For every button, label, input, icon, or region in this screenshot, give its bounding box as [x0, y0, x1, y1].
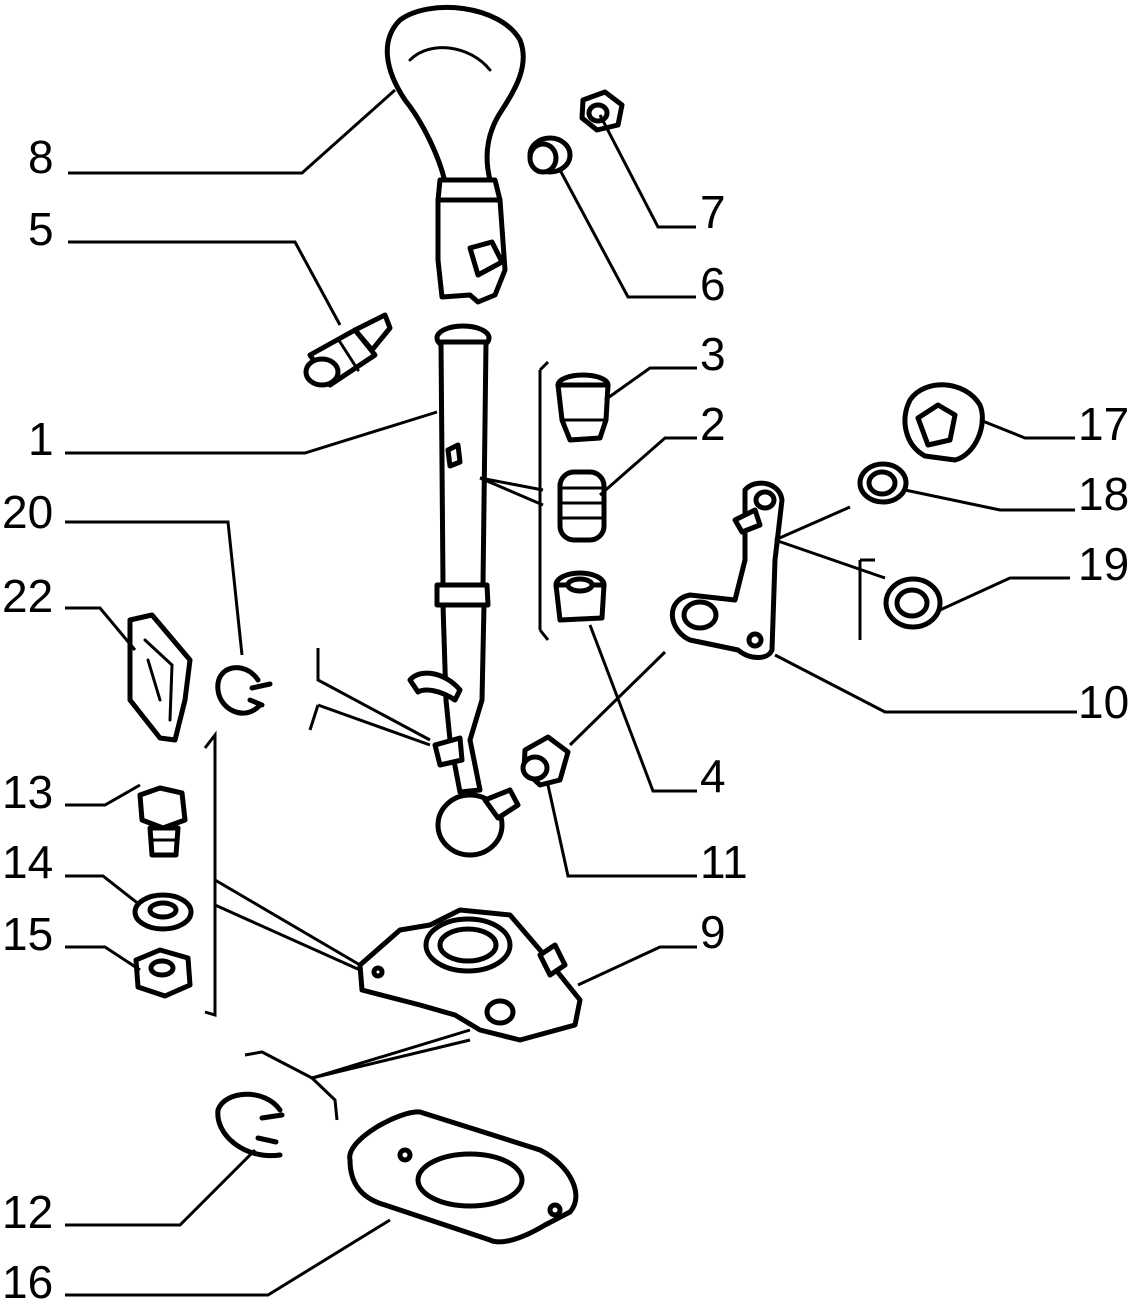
callout-17: 17 — [1078, 398, 1129, 450]
part-20-circlip — [215, 665, 273, 716]
callout-9: 9 — [700, 906, 726, 958]
callout-19: 19 — [1078, 538, 1129, 590]
part-9-lever-housing — [357, 907, 583, 1043]
part-6-bush — [527, 135, 573, 175]
part-12-circlip — [215, 1091, 285, 1159]
callout-4: 4 — [700, 750, 726, 802]
part-5-pin — [303, 312, 393, 388]
callout-11: 11 — [700, 836, 748, 888]
callout-14: 14 — [2, 836, 53, 888]
callout-7: 7 — [700, 186, 726, 238]
part-11-bush — [520, 734, 571, 788]
callout-labels: 8 5 7 6 3 2 1 17 18 20 19 22 10 4 13 11 … — [2, 131, 1129, 1299]
part-1-lever-rod — [407, 323, 521, 858]
part-2-spring — [557, 469, 607, 543]
part-8-gear-knob — [384, 4, 526, 305]
part-7-nut — [579, 89, 625, 133]
part-15-nut — [133, 947, 193, 999]
callout-13: 13 — [2, 766, 53, 818]
callout-3: 3 — [700, 328, 726, 380]
part-19-washer — [883, 576, 943, 630]
callout-18: 18 — [1078, 468, 1129, 520]
part-13-bolt — [137, 785, 188, 858]
part-18-washer — [857, 461, 909, 505]
callout-6: 6 — [700, 258, 726, 310]
callout-22: 22 — [2, 570, 53, 622]
callout-1: 1 — [28, 413, 54, 465]
callout-2: 2 — [700, 398, 726, 450]
part-4-bush — [553, 570, 607, 623]
part-22-spring-clip — [127, 612, 193, 743]
callout-10: 10 — [1078, 676, 1129, 728]
callout-15: 15 — [2, 908, 53, 960]
callout-20: 20 — [2, 486, 53, 538]
part-14-washer — [132, 892, 194, 932]
part-16-gasket — [347, 1109, 579, 1245]
callout-8: 8 — [28, 131, 54, 183]
part-10-selector-lever — [669, 480, 785, 660]
callout-5: 5 — [28, 203, 54, 255]
part-17-cap — [902, 382, 985, 463]
part-3-bush — [555, 372, 611, 443]
callout-12: 12 — [2, 1186, 53, 1238]
callout-16: 16 — [2, 1256, 53, 1299]
leader-lines — [65, 88, 1077, 1297]
